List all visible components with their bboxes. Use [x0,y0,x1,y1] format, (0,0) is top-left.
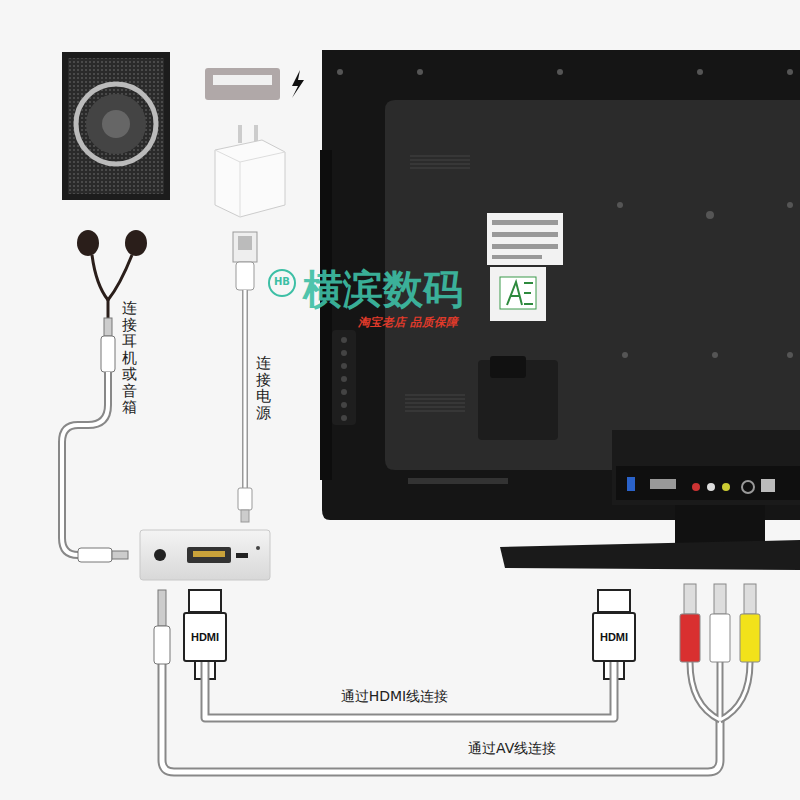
watermark: 横滨数码 [303,262,463,317]
media-device [140,530,270,580]
hdmi-plug: HDMI [592,612,636,662]
speaker-icon [62,52,170,200]
note-label: 连接电源 [256,355,271,421]
usb-port-icon [205,68,304,100]
hdmi-plug: HDMI [183,612,227,662]
cable-core [205,662,614,718]
note-label: 连接耳机或音箱 [122,300,137,416]
hdmi-cable [205,662,614,718]
power-adapter [215,125,285,217]
usb-cable [233,232,257,522]
earphones [62,230,147,562]
watermark: HB [274,276,290,287]
logo-ring [269,270,295,296]
note-label: 通过AV线连接 [468,740,556,758]
watermark: 淘宝老店 品质保障 [358,315,458,330]
plug-label: HDMI [600,631,628,643]
edge-label: 通过HDMI线连接 [338,688,452,706]
cable-outline [205,662,614,718]
av-cable [154,584,760,772]
plug-label: HDMI [191,631,219,643]
hdmi-plug-parts [189,590,630,679]
